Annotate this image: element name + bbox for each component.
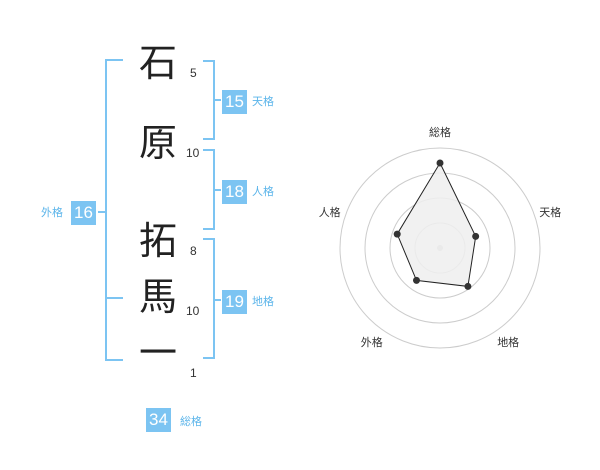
name-char-5: 一 [138,331,177,375]
radar-axis-label-gaikaku: 外格 [361,335,383,349]
radar-labels: 総格 天格 地格 外格 人格 [319,125,562,349]
soukaku-label: 総格 [180,415,202,428]
chikaku-label: 地格 [252,295,274,308]
tenkaku-badge: 15 [222,90,247,114]
stroke-count-4: 10 [186,304,200,318]
name-char-3: 拓 [138,219,177,263]
radar-point-4 [393,230,401,238]
tenkaku-label: 天格 [252,95,274,108]
name-char-4: 馬 [138,275,177,319]
chikaku-badge: 19 [222,290,247,314]
stroke-count-1: 5 [190,66,197,80]
name-char-2: 原 [138,121,177,165]
jinkaku-badge: 18 [222,180,247,204]
stroke-count-3: 8 [190,244,197,258]
soukaku-badge: 34 [146,408,171,432]
gaikaku-badge: 16 [71,201,96,225]
gaikaku-label: 外格 [41,206,63,219]
radar-axis-label-soukaku: 総格 [429,125,451,139]
stroke-count-2: 10 [186,146,200,160]
radar-area [396,161,477,287]
radar-axis-label-chikaku: 地格 [497,335,519,349]
radar-point-3 [412,276,420,284]
name-char-1: 石 [138,41,177,85]
radar-point-1 [472,232,480,240]
radar-point-2 [464,282,472,290]
radar-point-0 [436,159,444,167]
jinkaku-label: 人格 [252,185,274,198]
radar-chart: 総格 天格 地格 外格 人格 [319,125,562,349]
radar-ring [339,147,541,349]
radar-points [393,159,480,290]
radar-axis-label-tenkaku: 天格 [539,205,561,219]
stroke-count-5: 1 [190,366,197,380]
radar-axis-label-jinkaku: 人格 [319,205,341,219]
